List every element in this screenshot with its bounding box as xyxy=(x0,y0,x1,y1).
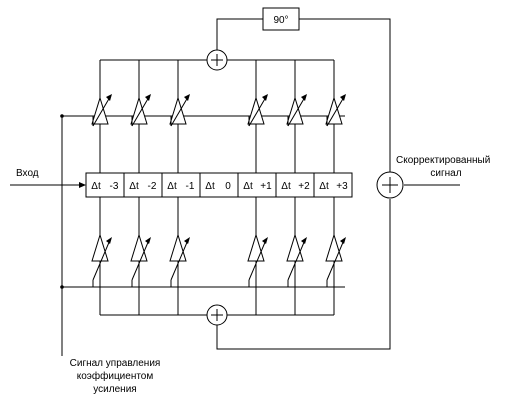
amplifier xyxy=(130,197,151,315)
amplifier xyxy=(247,197,268,315)
delay-cell xyxy=(275,172,315,198)
delay-cell xyxy=(123,172,163,198)
delay-cell xyxy=(313,172,353,198)
bottom-summer-to-output-wire xyxy=(216,199,391,350)
delay-cell-index: +1 xyxy=(260,181,272,192)
amplifier xyxy=(130,60,151,173)
delay-cell-symbol: Δt xyxy=(319,181,329,192)
control-label-line1: Сигнал управления xyxy=(70,358,161,369)
output-label-line1: Скорректированный xyxy=(396,155,490,166)
top-summer-to-phase-wire xyxy=(216,18,263,50)
delay-cell-symbol: Δt xyxy=(91,181,101,192)
delay-cell-symbol: Δt xyxy=(205,181,215,192)
amplifier xyxy=(325,197,346,315)
delay-cell xyxy=(161,172,201,198)
delay-cell-symbol: Δt xyxy=(167,181,177,192)
phase-to-output-wire xyxy=(299,18,391,172)
input-arrow-head xyxy=(79,182,86,188)
amplifier xyxy=(169,60,190,173)
delay-cell-index: 0 xyxy=(225,181,231,192)
amplifier-bank xyxy=(91,60,346,315)
delay-cell-index: -1 xyxy=(186,181,195,192)
delay-cell xyxy=(85,172,125,198)
delay-cell-index: +2 xyxy=(298,181,310,192)
amplifier xyxy=(169,197,190,315)
control-junction-dot xyxy=(60,114,64,118)
output-summer xyxy=(376,171,404,199)
amplifier xyxy=(247,60,268,173)
phase-shifter-label: 90° xyxy=(273,15,288,26)
control-label-line3: усиления xyxy=(93,384,136,395)
delay-cell-symbol: Δt xyxy=(243,181,253,192)
control-label-line2: коэффициентом xyxy=(77,370,154,382)
delay-cell-symbol: Δt xyxy=(129,181,139,192)
amplifier xyxy=(325,60,346,173)
delay-cell-index: +3 xyxy=(336,181,348,192)
top-summer xyxy=(206,49,228,71)
input-label: Вход xyxy=(16,168,39,179)
delay-cell-index: -3 xyxy=(110,181,119,192)
delay-line: Δt -3 Δt -2 Δt -1 Δt 0 Δt +1 Δt +2 Δt +3 xyxy=(85,172,353,198)
amplifier xyxy=(91,197,112,315)
control-junction-dot xyxy=(60,285,64,289)
amplifier xyxy=(91,60,112,173)
delay-cell-symbol: Δt xyxy=(281,181,291,192)
amplifier xyxy=(286,197,307,315)
output-label-line2: сигнал xyxy=(430,168,461,179)
amplifier xyxy=(286,60,307,173)
delay-cell-index: -2 xyxy=(148,181,157,192)
delay-cell xyxy=(199,172,239,198)
bottom-summer xyxy=(206,304,228,326)
